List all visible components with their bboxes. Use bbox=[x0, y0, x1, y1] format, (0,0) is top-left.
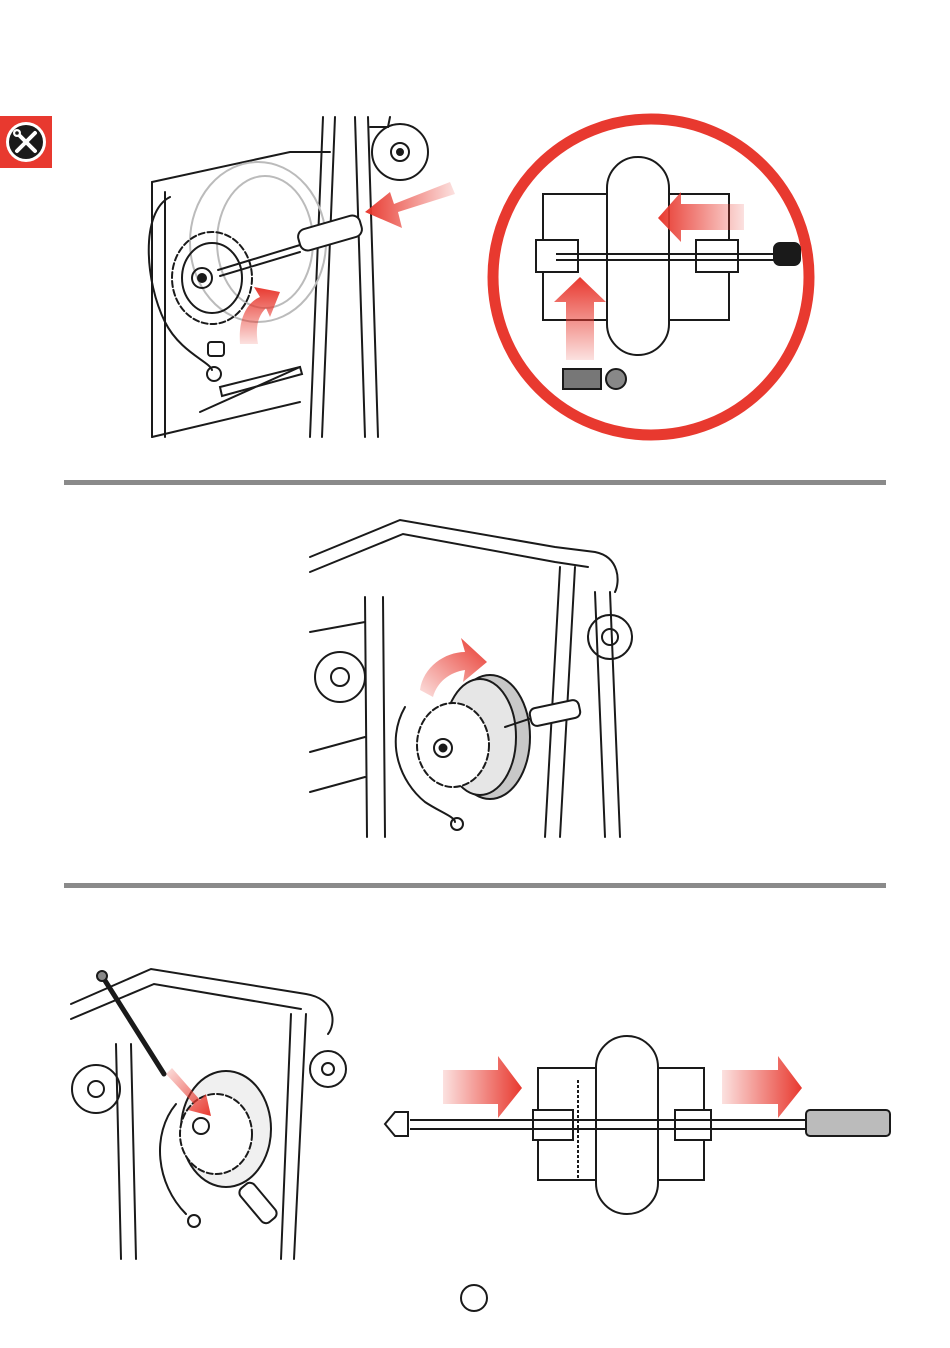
detail-axle-circle bbox=[486, 112, 816, 442]
step-rotate-wheel bbox=[305, 512, 645, 842]
section-divider bbox=[64, 883, 886, 888]
detail-axle-push bbox=[380, 1032, 900, 1242]
step-remove-axle-bolt bbox=[140, 112, 460, 442]
section-divider bbox=[64, 480, 886, 485]
step-insert-rod bbox=[66, 964, 366, 1264]
page-number-circle bbox=[460, 1284, 488, 1312]
wrench-screwdriver-icon bbox=[0, 116, 52, 168]
tool-badge bbox=[0, 116, 52, 168]
